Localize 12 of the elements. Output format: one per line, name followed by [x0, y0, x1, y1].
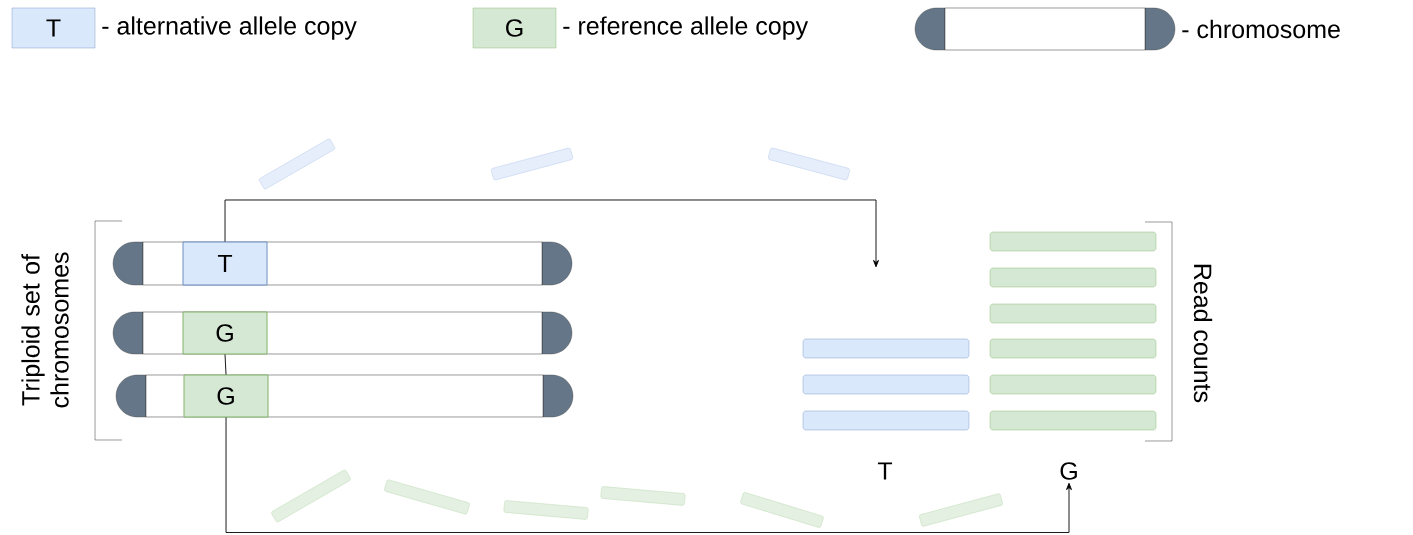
axis-label: Read counts [1193, 264, 1213, 403]
axis-label: Triploid set of chromosomes [21, 252, 69, 408]
legend-text: - alternative allele copy [102, 16, 357, 40]
allele-box: G [182, 311, 268, 355]
allele-label: G [1060, 462, 1077, 480]
arrow [225, 417, 1072, 533]
stack-label: T [877, 462, 893, 480]
arrow [224, 199, 879, 268]
allele-box: T [182, 241, 268, 286]
legend-text: - chromosome [1182, 19, 1340, 39]
legend-text: - reference allele copy [563, 16, 809, 40]
allele-box: G [183, 374, 269, 418]
